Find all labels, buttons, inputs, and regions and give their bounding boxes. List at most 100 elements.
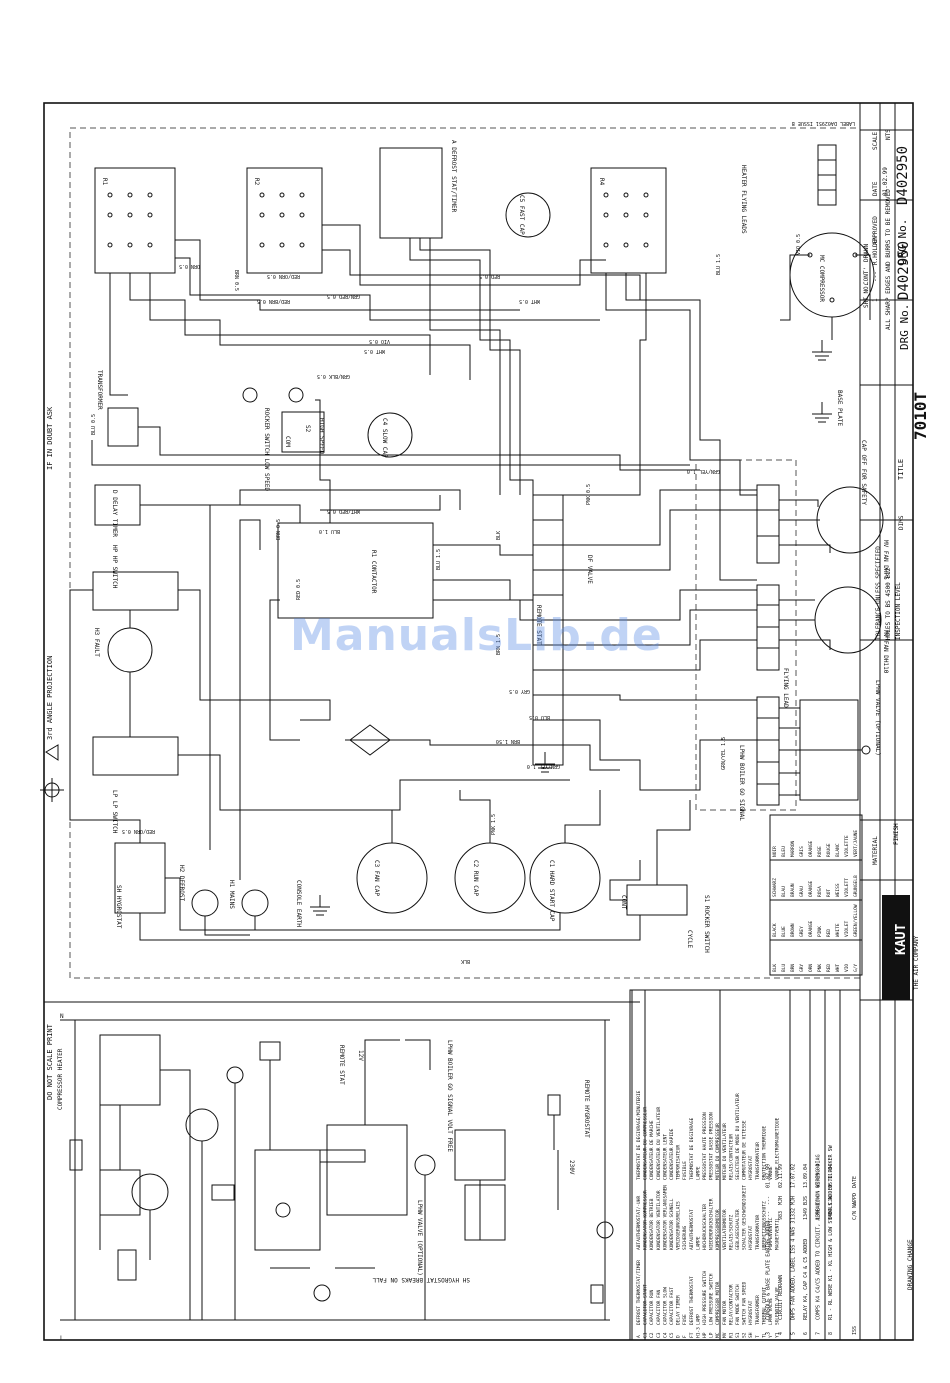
rev-cn: --- — [766, 1211, 772, 1220]
legend-en: LOW PRESSURE SWITCH — [709, 1273, 715, 1325]
wire-label: BLU 1.0 — [319, 528, 340, 534]
label-fan-dhp5: MV FAN DHP5 — [882, 540, 889, 580]
sht-label: SHT NO. — [863, 283, 870, 308]
legend-code: F — [682, 1335, 688, 1338]
rev-iss: 3 — [766, 1332, 772, 1335]
wire-label: RED/ORN 0.5 — [267, 273, 300, 279]
rev-change: CONSOLE & BASE PLATE EARTHS ADDED — [766, 1221, 772, 1320]
inspection-level: INSPECTION LEVEL — [895, 582, 902, 640]
wire-label: RED 0.5 — [296, 579, 302, 600]
colour-en: BROWN — [790, 923, 796, 937]
legend-fr: FUSIBLE — [682, 1161, 688, 1180]
legend-en: THERMAL CUTOUT — [761, 1287, 767, 1325]
wire-label: GRN/BLK 0.5 — [317, 373, 350, 379]
label-com: COM — [284, 436, 291, 447]
legend-de: KONDENSATOR VERLANGSAMEN — [662, 1185, 668, 1250]
rev-date: 13.09.04 — [803, 1164, 809, 1188]
label-lp: LP LP SWITCH — [111, 790, 118, 834]
colour-code: BLK — [772, 964, 778, 972]
colour-de: BLAU — [781, 886, 787, 897]
legend-code: MV — [722, 1332, 728, 1338]
rev-iss: 5 — [791, 1332, 797, 1335]
label-heater: HEATER FLYING LEADS — [740, 165, 747, 234]
legend-de: VERZOGERUNGSRELAIS — [676, 1201, 682, 1250]
legend-en: CAPACITOR FAST — [669, 1287, 675, 1325]
legend-en: DEFROST THERMOSTAT/TIMER — [636, 1260, 642, 1325]
legend-code: A — [636, 1335, 642, 1338]
sht-value: 1 — [872, 298, 879, 302]
label-lphw-opt: LPHW VALVE (OPTIONAL) — [416, 1200, 423, 1276]
colour-de: SCHWARZ — [772, 878, 778, 897]
colour-fr: NOIR — [772, 846, 778, 857]
legend-de: GEBLASESCHALTER — [735, 1209, 741, 1250]
label-hp: HP HP SWITCH — [111, 545, 118, 589]
rev-date: 01.02.99 — [766, 1164, 772, 1188]
rev-change: RELAY K4, CAP C4 & C5 ADDED — [803, 1239, 809, 1320]
drawn-label: DRAWN — [863, 244, 870, 262]
legend-en: DELAY TIMER — [676, 1295, 682, 1325]
legend-de: LAMPE — [695, 1236, 701, 1250]
cont-label: CONT' — [863, 267, 870, 285]
rev-appd-head: APPD — [852, 1193, 858, 1205]
colour-de: BRAUN — [790, 883, 796, 897]
wire-label: BRN 0.5 — [233, 270, 239, 291]
wire-label: RED 0.5 — [479, 273, 500, 279]
legend-de: KONDENSATOR KOMPRESSOR — [643, 1190, 649, 1250]
wire-label: WHT 0.5 — [364, 348, 385, 354]
legend-en: HIGH PRESSURE SWITCH — [702, 1271, 708, 1325]
colour-fr: ROUGE — [826, 843, 832, 857]
legend-fr: CONDENSATEUR DU COMPRESSEUR — [643, 1107, 649, 1180]
drg-label-bottom: DRG No. — [898, 304, 911, 350]
legend-fr: PRESSOSTAT HAUTE PRESSION — [702, 1112, 708, 1180]
legend-fr: VANNE — [768, 1166, 774, 1180]
legend-en: DEFROST THERMOSTAT — [689, 1276, 695, 1325]
drawing-title: 7010T — [911, 392, 930, 440]
colour-code: ORN — [808, 964, 814, 972]
rev-iss-head: ISS — [852, 1326, 858, 1335]
colour-code: GRY — [799, 964, 805, 972]
note-sharp-edges: ALL SHARP EDGES AND BURRS TO BE REMOVED — [885, 189, 892, 330]
rev-appd: MJH — [778, 1196, 784, 1205]
colour-en: BLUE — [781, 926, 787, 937]
label-c2: C2 RUN CAP — [472, 860, 479, 897]
legend-fr: TRANSFORMATEUR — [755, 1142, 761, 1180]
legend-de: HOCHDRUCKSCHALTER — [702, 1204, 708, 1250]
drawing-change-label: DRAWING CHANGE — [907, 1239, 914, 1290]
legend-fr: PROTECTION THERMIQUE — [761, 1126, 767, 1180]
rev-date: 17.07.02 — [791, 1164, 797, 1188]
label-lphw-valve: LPHW VALVE (OPTIONAL) — [874, 680, 881, 756]
rev-date: 05.11.04 — [828, 1164, 834, 1188]
rev-iss: 8 — [828, 1332, 834, 1335]
date-label: DATE — [872, 181, 879, 196]
label-n: N — [60, 1013, 64, 1020]
label-high-speed: HIGH SPEED — [318, 418, 325, 455]
legend-de: ABTAUTHERMOSTAT/-UHR — [636, 1196, 642, 1250]
legend-fr: THERMOSTAT DE DEGIVRAGE/MINUTERIE — [636, 1090, 642, 1180]
drg-label-top: DRG No. — [896, 219, 909, 265]
tolerance-note: TOLERANCE UNLESS SPECIFIED — [875, 546, 882, 640]
legend-de: NIEDERDRUCKSCHALTER — [709, 1198, 715, 1250]
legend-fr: CONDENSATEUR DE MARCHE — [649, 1120, 655, 1180]
wire-label: ORN 0.5 — [179, 263, 200, 269]
legend-fr: HYGROSTAT — [748, 1155, 754, 1180]
legend-de: SICHERUNG — [682, 1225, 688, 1250]
rev-change: COMPS K4 C4/C5 ADDED TO CIRCUIT, ALREADY… — [816, 1154, 822, 1320]
legend-en: CAPACITOR START — [643, 1284, 649, 1325]
label-lphw-volt: LPHW BOILER GO SIGNAL VOLT FREE — [446, 1040, 453, 1152]
rev-appd: CJW — [816, 1195, 822, 1205]
rev-change: CIRCUIT REDRAWN — [778, 1275, 784, 1320]
approved-label: APPROVED — [872, 216, 879, 245]
label-r1: R1 — [101, 178, 108, 186]
legend-en: TRANSFORMER — [755, 1295, 761, 1325]
label-s1: S1 ROCKER SWITCH — [703, 895, 710, 953]
drg-number-top: D402950 — [895, 146, 911, 205]
label-r4: R4 — [598, 178, 605, 186]
colour-de: ROT — [826, 889, 832, 897]
label-transformer: TRANSFORMER — [96, 370, 103, 410]
legend-de: KONDENSATOR SCHNELL — [669, 1198, 675, 1250]
label-remote-hygro: REMOTE HYGROSTAT — [583, 1080, 590, 1138]
rev-date: 03.09.04 — [816, 1164, 822, 1188]
legend-en: SOLENOID VALVE — [775, 1287, 781, 1325]
legend-en: CAPACITOR FAN — [656, 1289, 662, 1325]
label-c1: C1 HARD START CAP — [548, 860, 555, 922]
